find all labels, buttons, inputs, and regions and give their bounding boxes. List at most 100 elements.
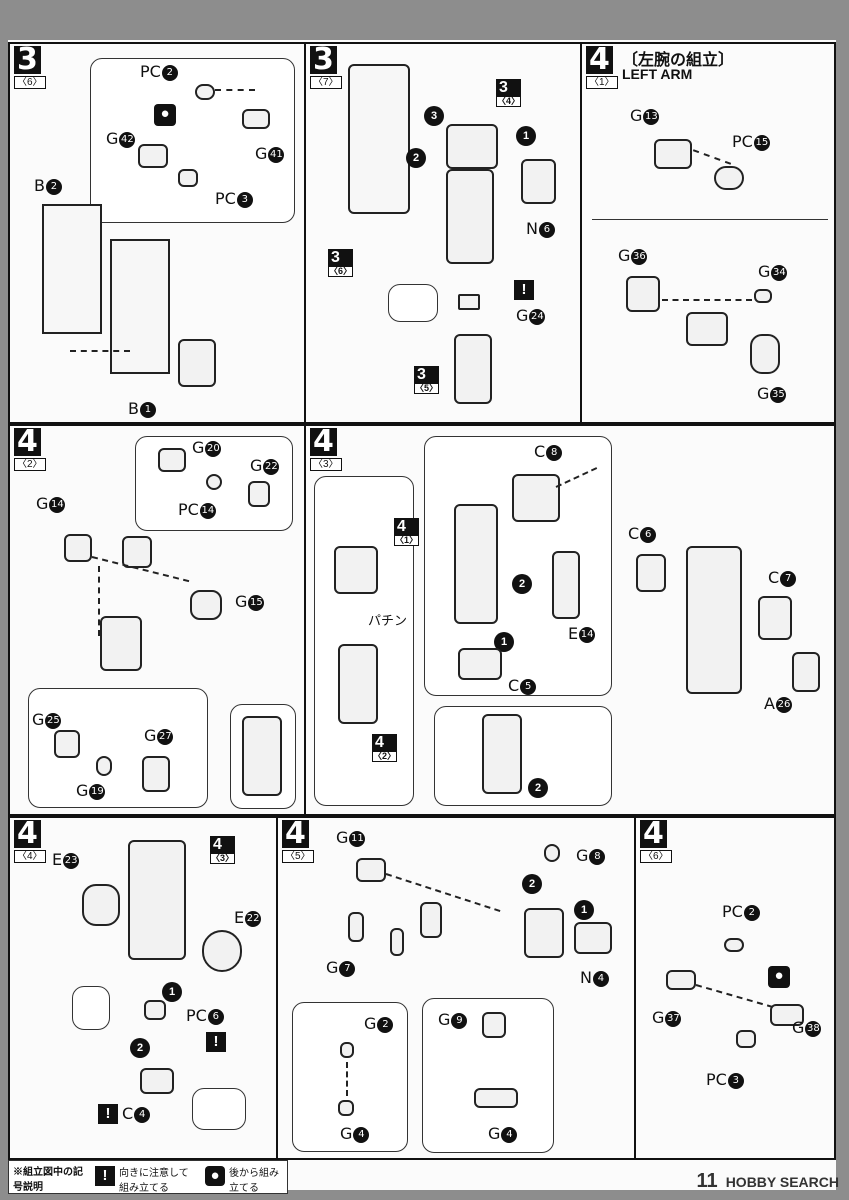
part-c6 (636, 554, 666, 592)
caution-icon: ! (95, 1166, 115, 1186)
step-number: 3 (310, 45, 337, 75)
part-hand (454, 334, 492, 404)
snap-sound: パチン (368, 614, 408, 629)
part-pc14 (206, 474, 222, 490)
part-c4 (140, 1068, 174, 1094)
step-number: 4 (14, 819, 41, 849)
callout-bubble (434, 706, 612, 806)
part-wrist (122, 536, 152, 568)
assemble-later-icon: ● (154, 104, 176, 126)
part-elbow-block (446, 124, 498, 169)
part-joint-block (686, 312, 728, 346)
legend-title: ※組立図中の記号説明 (13, 1167, 83, 1193)
part-pc15 (714, 166, 744, 190)
part-b1 (110, 239, 170, 374)
part-upper-joint (334, 546, 378, 594)
part-elbow-assembly (128, 840, 186, 960)
part-elbow-frame (454, 504, 498, 624)
step-number: 4 (640, 819, 667, 849)
step-sub: 〈4〉 (14, 850, 46, 863)
part-g19 (96, 756, 112, 776)
part-g36 (626, 276, 660, 312)
part-g37 (666, 970, 696, 990)
caution-icon: ! (98, 1104, 118, 1124)
part-g22 (248, 481, 270, 507)
part-e23 (82, 884, 120, 926)
part-finger (348, 912, 364, 942)
callout-bubble (388, 284, 438, 322)
part-g9 (482, 1012, 506, 1038)
ref-3-5: 3〈5〉 (414, 366, 440, 394)
part-thumb (390, 928, 404, 956)
part-pc6 (144, 1000, 166, 1020)
step-number: 4 (14, 427, 41, 457)
ref-4-3: 4〈3〉 (210, 836, 236, 864)
legend-caution: 向きに注意して組み立てる (119, 1168, 189, 1194)
part-pc3 (736, 1030, 756, 1048)
step-subtitle: LEFT ARM (622, 66, 693, 82)
part-a26 (792, 652, 820, 692)
part-g4b (474, 1088, 518, 1108)
ref-3-4: 3〈4〉 (496, 79, 522, 107)
part-pc2 (195, 84, 215, 100)
step-number: 4 (282, 819, 309, 849)
part-g34 (754, 289, 772, 303)
part-g15 (190, 590, 222, 620)
part-pc3 (178, 169, 198, 187)
part-n6 (521, 159, 556, 204)
part-shield-frame (348, 64, 410, 214)
part-g4a (338, 1100, 354, 1116)
part-c5 (458, 648, 502, 680)
part-pc2 (724, 938, 744, 952)
step-sub: 〈1〉 (586, 76, 618, 89)
symbol-legend: ※組立図中の記号説明 ! 向きに注意して組み立てる ● 後から組み立てる (8, 1160, 288, 1194)
part-g42 (138, 144, 168, 168)
step-sub: 〈5〉 (282, 850, 314, 863)
callout-bubble (192, 1088, 246, 1130)
part-c8 (512, 474, 560, 522)
part-g41 (242, 109, 270, 129)
step-sub: 〈7〉 (310, 76, 342, 89)
step-number: 4 (586, 45, 613, 75)
part-palm (524, 908, 564, 958)
part-g27 (142, 756, 170, 792)
part-c7 (758, 596, 792, 640)
step-title: 〔左腕の組立〕 (622, 52, 735, 69)
caution-icon: ! (206, 1032, 226, 1052)
